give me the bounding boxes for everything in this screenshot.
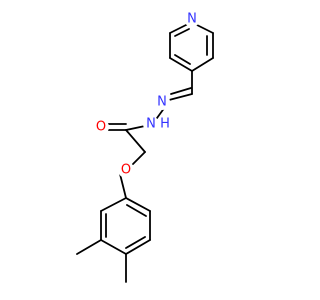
bond [125,129,146,153]
atom-label: O [96,120,106,135]
atom-label: O [121,163,131,178]
imine-nitrogen: N [154,94,170,110]
bond [125,197,151,212]
bond [126,204,147,217]
bond [174,28,190,37]
bond [76,239,102,255]
carbonyl-oxygen: O [93,119,109,135]
bond [125,236,146,249]
ether-oxygen: O [118,162,134,178]
atom-label: N [157,95,167,110]
pyridine-nitrogen: N [184,11,200,27]
atom-label: H [160,117,170,132]
bond [100,197,127,212]
bond [125,125,146,131]
bond [191,57,214,72]
bonds [76,22,214,283]
bond [169,57,193,72]
chemical-structure: N N N H O O [76,11,214,283]
bond [100,239,127,255]
atom-label: N [146,117,156,132]
bond [170,87,192,95]
atom-labels: N N N H O O [93,11,200,178]
bond [168,93,193,101]
atom-label: N [187,12,197,27]
bond [132,151,146,165]
bond [119,173,127,199]
amide-nitrogen: N H [143,116,170,132]
bond [174,54,191,65]
bond [125,239,151,255]
